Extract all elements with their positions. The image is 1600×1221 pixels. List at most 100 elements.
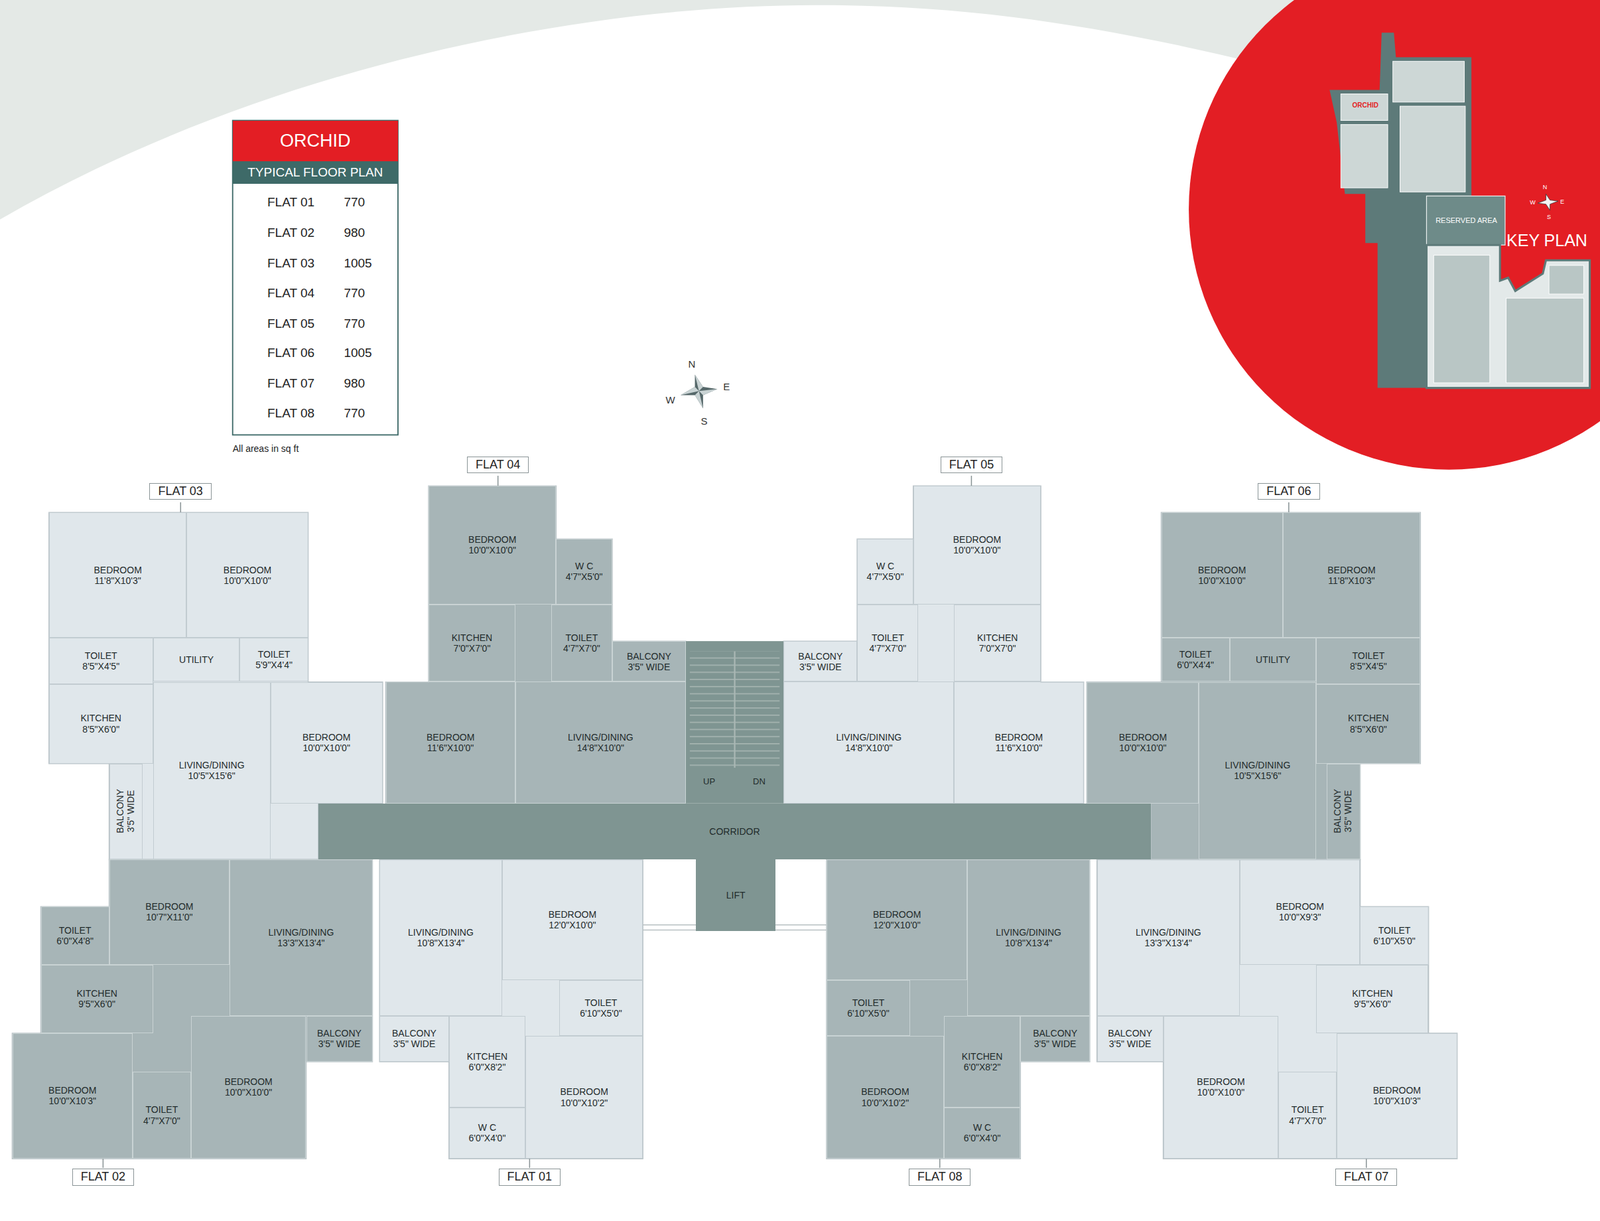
room-box: BEDROOM11'6"X10'0" [386, 681, 516, 803]
room-name: LIVING/DINING [1225, 759, 1291, 771]
room-box: KITCHEN6'0"X8'2" [449, 1015, 526, 1108]
room-dimension: 6'0"X4'4" [1176, 659, 1214, 670]
room-name: TOILET [1378, 924, 1411, 936]
flat-label: FLAT 06 [1257, 482, 1320, 501]
room-box: TOILET6'10"X5'0" [826, 979, 911, 1037]
room-box: BALCONY3'5" WIDE [1097, 1015, 1164, 1062]
room-dimension: 4'7"X7'0" [1288, 1115, 1327, 1126]
room-box: KITCHEN7'0"X7'0" [428, 604, 516, 682]
room-dimension: 12'0"X10'0" [872, 919, 921, 931]
table-cell: FLAT 03 [267, 256, 315, 270]
room-box: TOILET6'10"X5'0" [559, 979, 643, 1037]
room-name: BEDROOM [1276, 900, 1325, 912]
table-cell: 770 [343, 406, 365, 421]
room-name: LIVING/DINING [995, 926, 1062, 938]
compass-letter: W [1529, 199, 1536, 207]
room-dimension: 3'5" WIDE [1343, 790, 1354, 833]
room-name: KITCHEN [1347, 712, 1389, 724]
room-name: BALCONY [798, 650, 843, 662]
key-plan-blocks [1340, 61, 1584, 383]
room-box: BEDROOM10'0"X10'2" [525, 1035, 643, 1159]
room-box: LIVING/DINING10'5"X15'6" [1198, 681, 1317, 860]
room-name: KITCHEN [451, 632, 493, 643]
room-dimension: 10'0"X10'0" [303, 742, 351, 753]
key-compass [1537, 193, 1559, 211]
table-cell: 980 [343, 376, 365, 391]
room-name: LIVING/DINING [567, 731, 634, 743]
band-text: TYPICAL FLOOR PLAN [247, 165, 383, 180]
area-name: LIFT [726, 889, 746, 901]
key-plan-label: RESERVED AREA [1435, 216, 1498, 225]
room-dimension: 10'0"X10'3" [49, 1095, 97, 1106]
room-name: TOILET [852, 997, 885, 1008]
room-dimension: 10'0"X9'3" [1278, 911, 1322, 923]
room-dimension: 11'8"X10'3" [94, 575, 141, 586]
room-name: TOILET [565, 632, 598, 643]
room-dimension: 3'5" WIDE [318, 1038, 361, 1049]
table-cell: FLAT 04 [267, 285, 315, 300]
compass-letter: W [666, 394, 676, 406]
table-cell: 770 [343, 285, 365, 300]
room-box: KITCHEN8'5"X6'0" [1316, 683, 1421, 764]
stair-direction: UP [703, 775, 716, 786]
flat-label: FLAT 08 [908, 1168, 971, 1186]
room-box: BALCONY3'5" WIDE [783, 640, 858, 682]
room-dimension: 6'10"X5'0" [847, 1007, 890, 1019]
table-cell: 770 [343, 316, 365, 331]
room-name: KITCHEN [466, 1050, 508, 1062]
room-dimension: 10'0"X10'3" [1373, 1095, 1421, 1106]
room-name: BEDROOM [1198, 564, 1246, 576]
room-name: BALCONY [317, 1027, 362, 1039]
room-name: BALCONY [392, 1027, 437, 1039]
room-dimension: 10'0"X10'0" [224, 1086, 272, 1098]
flat-label: FLAT 02 [72, 1168, 134, 1186]
room-box: BALCONY3'5" WIDE [109, 763, 144, 860]
table-cell: FLAT 06 [267, 346, 315, 361]
room-box: BEDROOM10'0"X10'0" [913, 485, 1041, 604]
compass-rose [680, 374, 718, 409]
room-box: LIVING/DINING10'8"X13'4" [379, 859, 503, 1015]
room-name: LIVING/DINING [407, 926, 474, 938]
room-box: LIVING/DINING10'5"X15'6" [153, 681, 271, 860]
room-box: BEDROOM10'0"X10'0" [186, 512, 308, 638]
room-box: TOILET4'7"X7'0" [857, 604, 919, 682]
room-name: KITCHEN [1351, 987, 1393, 999]
room-dimension: 10'8"X13'4" [1004, 937, 1053, 948]
room-box: LIVING/DINING10'8"X13'4" [967, 859, 1090, 1015]
room-name: TOILET [59, 924, 92, 936]
room-name: TOILET [258, 648, 291, 660]
room-dimension: 3'5" WIDE [628, 661, 671, 672]
room-box: LIVING/DINING14'8"X10'0" [783, 681, 954, 803]
key-plan-reserved [1426, 195, 1505, 245]
flat-unit: FLAT 08LIVING/DINING10'8"X13'4"BEDROOM12… [826, 859, 1090, 1159]
room-box: BEDROOM11'6"X10'0" [953, 681, 1084, 803]
stair-core: UPDN [685, 640, 785, 804]
room-box: BEDROOM10'0"X9'3" [1239, 859, 1361, 964]
room-box: BEDROOM11'8"X10'3" [49, 512, 188, 638]
room-dimension: 8'5"X4'5" [1349, 660, 1388, 672]
flat-outlines [11, 485, 1457, 1159]
room-dimension: 6'0"X4'0" [468, 1132, 507, 1143]
room-dimension: 6'0"X8'2" [963, 1061, 1001, 1072]
room-box: BALCONY3'5" WIDE [612, 640, 686, 682]
room-dimension: 10'0"X10'0" [1119, 742, 1167, 753]
lift-box: LIFT [695, 859, 776, 931]
room-dimension: 6'0"X8'2" [468, 1061, 507, 1072]
room-name: TOILET [871, 632, 905, 643]
room-name: TOILET [1291, 1103, 1325, 1115]
room-name: TOILET [145, 1103, 178, 1115]
room-box: W C4'7"X5'0" [555, 538, 613, 604]
area-table-frame [232, 120, 399, 436]
room-box: W C6'0"X4'0" [449, 1107, 526, 1159]
room-dimension: 10'5"X15'6" [187, 770, 235, 781]
room-name: TOILET [585, 997, 618, 1008]
room-dimension: 10'8"X13'4" [417, 937, 465, 948]
room-name: BALCONY [114, 788, 126, 834]
room-dimension: 3'5" WIDE [125, 790, 136, 833]
table-cell: FLAT 07 [267, 376, 315, 391]
title-text: ORCHID [279, 130, 351, 152]
room-box: TOILET5'9"X4'4" [239, 637, 308, 682]
room-dimension: 4'7"X5'0" [866, 571, 905, 582]
room-box: W C6'0"X4'0" [943, 1107, 1021, 1159]
room-dimension: 14'8"X10'0" [577, 742, 625, 753]
